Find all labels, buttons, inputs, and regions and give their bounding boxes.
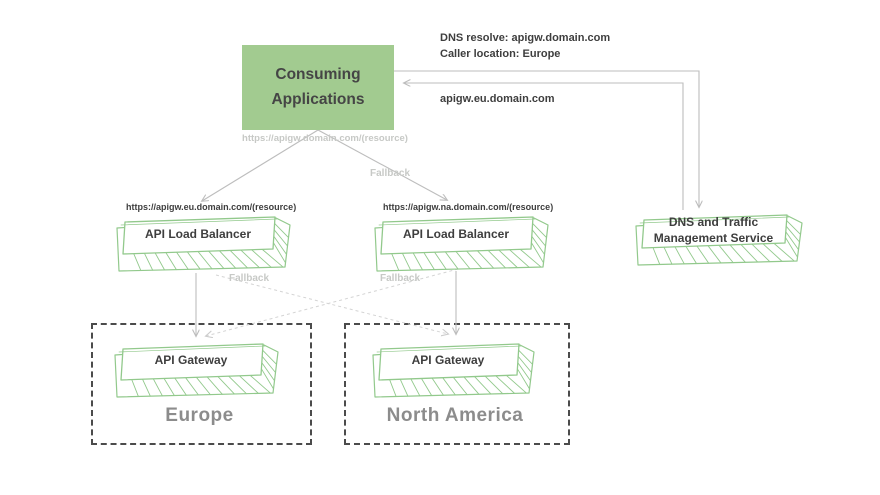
api-load-balancer-na-label: API Load Balancer bbox=[402, 226, 510, 241]
arrow-app-to-eu-lb bbox=[202, 129, 319, 201]
fallback-top-label: Fallback bbox=[370, 168, 411, 179]
dns-traffic-management-label: DNS and Traffic Management Service bbox=[653, 214, 774, 245]
region-north-america bbox=[344, 323, 570, 445]
fallback-right-label: Fallback bbox=[380, 273, 421, 284]
arrow-fallback-na-to-eu-gateway bbox=[206, 268, 459, 336]
node-consuming-applications: Consuming Applications bbox=[242, 45, 394, 130]
region-europe-label: Europe bbox=[165, 405, 234, 426]
eu-url-label: https://apigw.eu.domain.com/(resource) bbox=[126, 202, 297, 212]
arrow-app-to-na-lb bbox=[317, 129, 447, 200]
node-api-load-balancer-na: API Load Balancer bbox=[370, 212, 554, 274]
api-load-balancer-eu-label: API Load Balancer bbox=[144, 226, 252, 241]
node-api-load-balancer-eu: API Load Balancer bbox=[112, 212, 296, 274]
primary-url-label: https://apigw.domain.com/(resource) bbox=[242, 133, 408, 144]
region-north-america-label: North America bbox=[386, 405, 524, 426]
caller-location-text: Caller location: Europe bbox=[440, 47, 561, 60]
fallback-left-label: Fallback bbox=[229, 273, 270, 284]
api-gateway-eu-label: API Gateway bbox=[154, 353, 228, 368]
arrow-fallback-eu-to-na-gateway bbox=[215, 274, 448, 334]
node-api-gateway-na: API Gateway bbox=[368, 339, 540, 400]
api-gateway-na-label: API Gateway bbox=[411, 353, 485, 368]
arrow-dns-request bbox=[394, 70, 699, 207]
region-europe bbox=[91, 323, 312, 445]
dns-request-annotation: DNS resolve: apigw.domain.com Caller loc… bbox=[440, 31, 610, 63]
node-dns-traffic-management: DNS and Traffic Management Service bbox=[631, 210, 808, 268]
arrow-dns-response bbox=[404, 83, 684, 210]
na-url-label: https://apigw.na.domain.com/(resource) bbox=[383, 202, 554, 212]
node-api-gateway-eu: API Gateway bbox=[110, 339, 284, 400]
dns-resolve-text: DNS resolve: apigw.domain.com bbox=[440, 32, 611, 44]
dns-response-text: apigw.eu.domain.com bbox=[440, 93, 555, 105]
consuming-applications-label: Consuming Applications bbox=[271, 66, 365, 108]
